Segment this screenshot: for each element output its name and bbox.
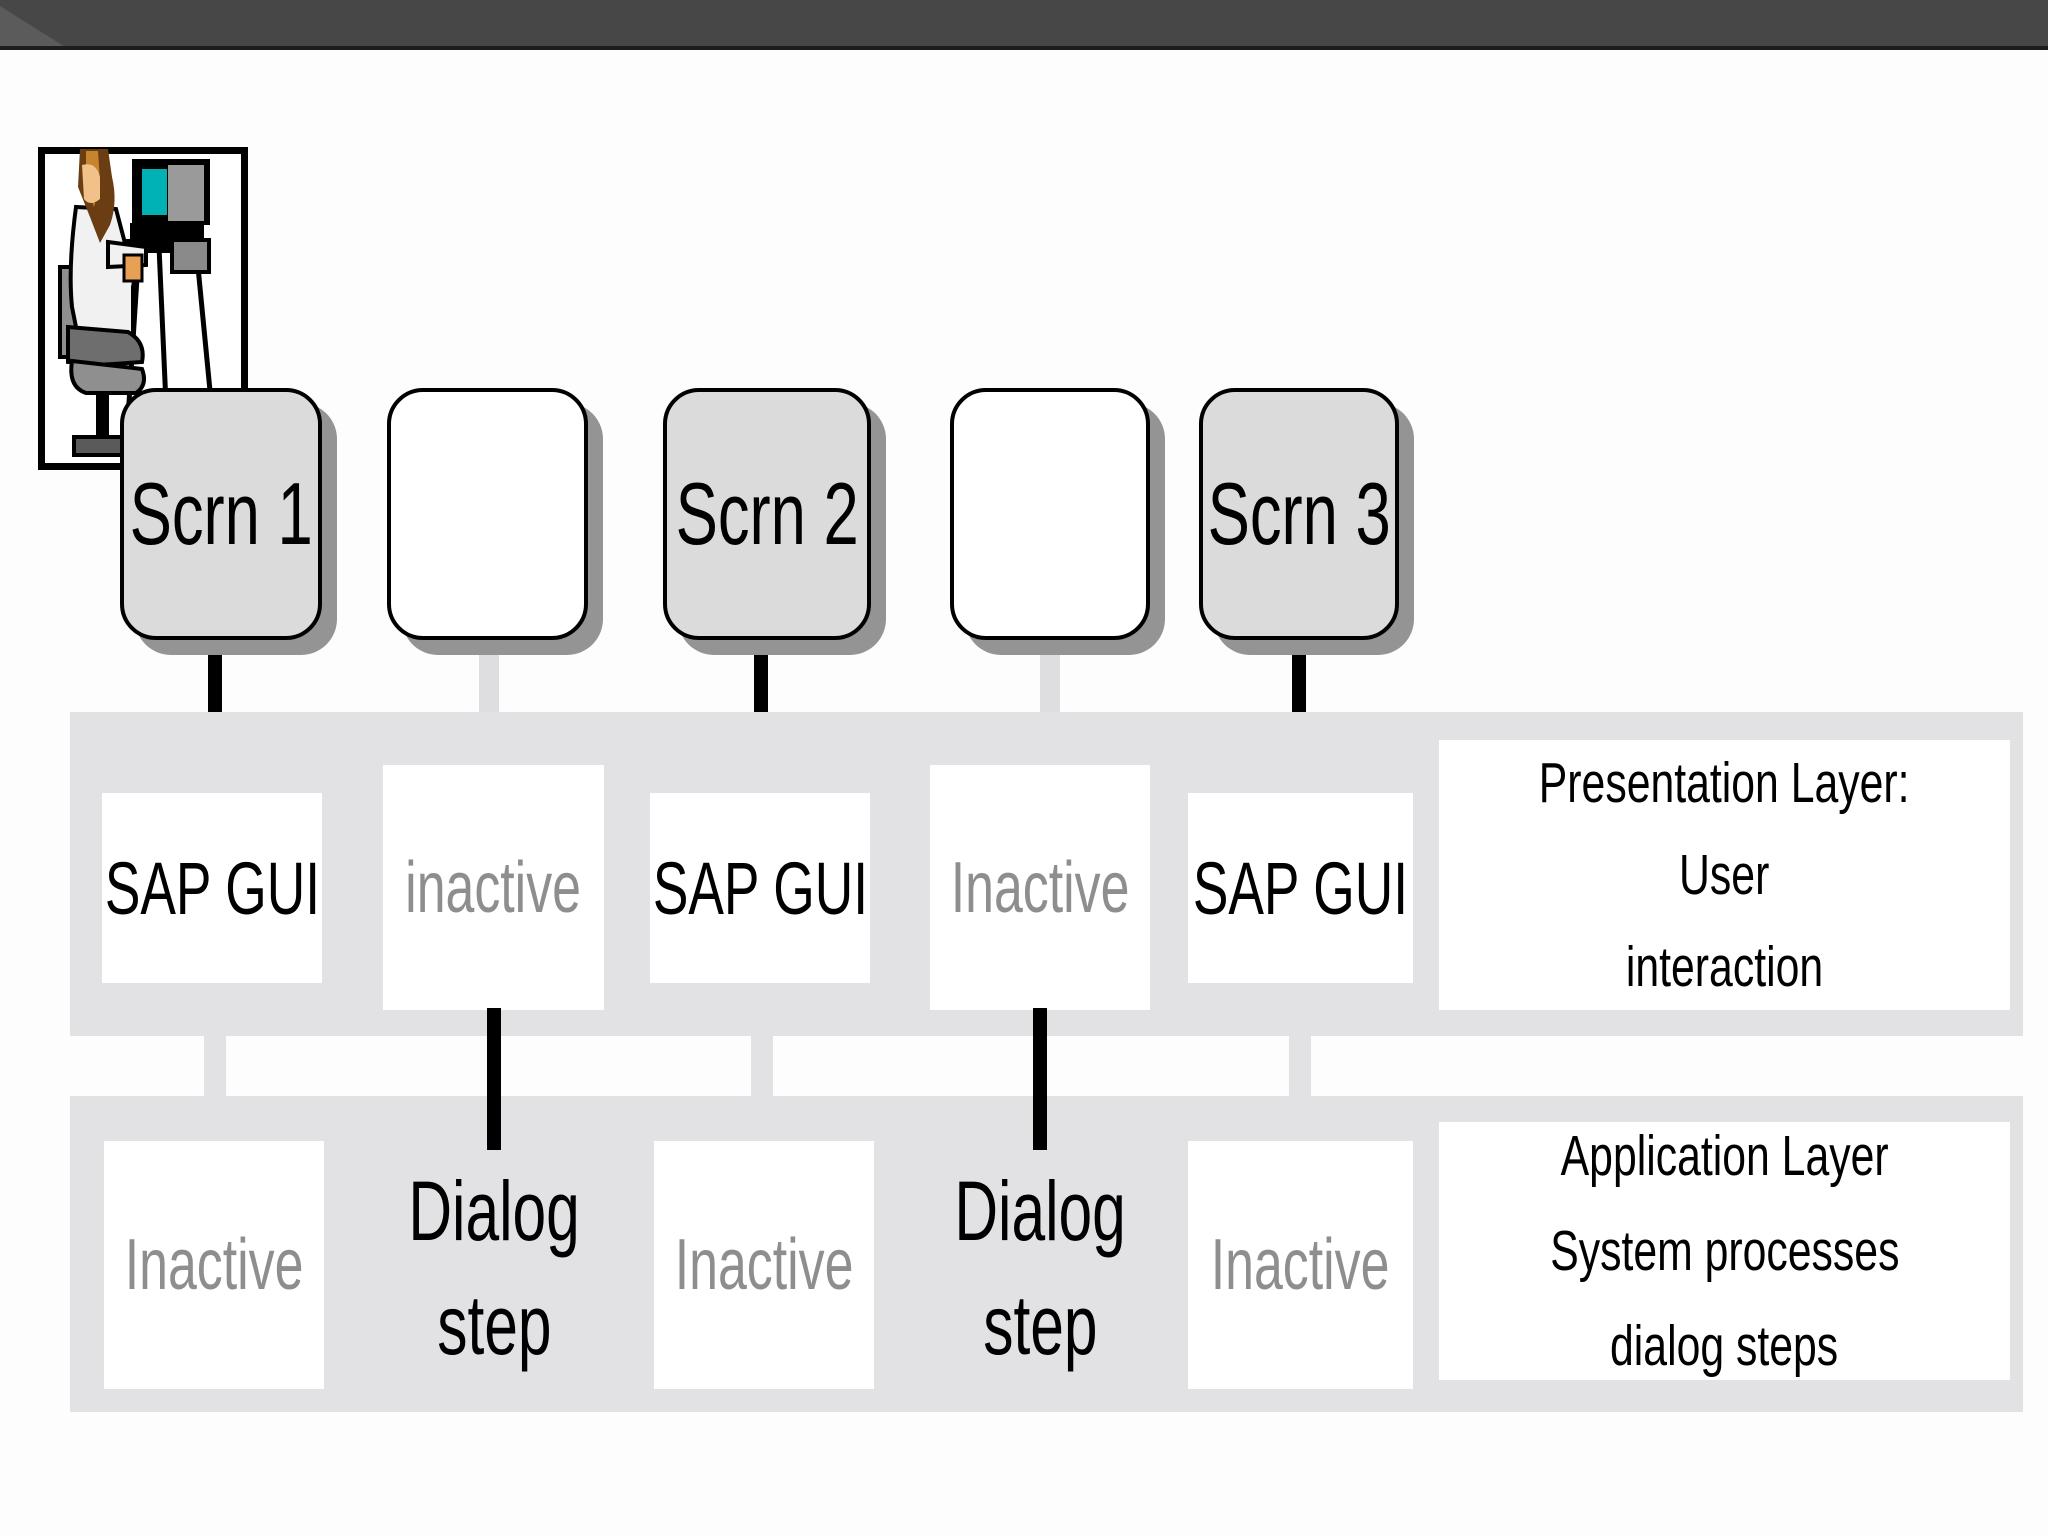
band-bridge-2 (751, 1036, 773, 1096)
connector-scrn1-sapgui1 (208, 643, 222, 713)
screen-box-5-label: Scrn 3 (1207, 464, 1391, 563)
title-bar (0, 0, 2048, 50)
inactive-box-application-1-label: Inactive (124, 1225, 304, 1305)
screen-box-1-label: Scrn 1 (129, 464, 313, 563)
connector-empty2-band (1040, 655, 1060, 713)
inactive-box-presentation-1: inactive (383, 765, 604, 1010)
screen-box-3: Scrn 2 (663, 388, 871, 640)
sap-gui-box-2-label: SAP GUI (652, 846, 868, 930)
presentation-layer-caption-box: Presentation Layer: User interaction (1439, 740, 2010, 1010)
application-layer-caption-box: Application Layer System processes dialo… (1439, 1122, 2010, 1380)
dialog-step-text-1: Dialog step (334, 1158, 654, 1378)
connector-inactive1-dialog1 (487, 1008, 501, 1150)
title-bar-bottom-edge (0, 46, 2048, 50)
application-caption-line-1: Application Layer (1560, 1123, 1889, 1188)
presentation-caption-line-1: Presentation Layer: (1539, 751, 1910, 815)
dialog-step-text-2: Dialog step (880, 1158, 1200, 1378)
band-bridge-1 (204, 1036, 226, 1096)
inactive-box-presentation-2: Inactive (930, 765, 1150, 1010)
screen-box-1: Scrn 1 (120, 388, 322, 640)
screen-box-2-empty (387, 388, 588, 640)
inactive-box-presentation-1-label: inactive (405, 847, 582, 928)
connector-inactive2-dialog2 (1033, 1008, 1047, 1150)
presentation-caption-line-2: User (1679, 843, 1770, 907)
dialog-step-2-line-1: Dialog (954, 1164, 1126, 1258)
inactive-box-presentation-2-label: Inactive (950, 847, 1130, 928)
sap-gui-box-1-label: SAP GUI (104, 846, 320, 930)
band-bridge-3 (1289, 1036, 1311, 1096)
connector-empty1-band (479, 655, 499, 713)
connector-scrn2-sapgui2 (754, 643, 768, 713)
inactive-box-application-3: Inactive (1188, 1141, 1413, 1389)
inactive-box-application-3-label: Inactive (1211, 1225, 1390, 1305)
connector-scrn3-sapgui3 (1292, 643, 1306, 713)
screen-box-5: Scrn 3 (1199, 388, 1399, 640)
inactive-box-application-2: Inactive (654, 1141, 874, 1389)
inactive-box-application-1: Inactive (104, 1141, 324, 1389)
screen-box-3-label: Scrn 2 (675, 464, 859, 563)
sap-gui-box-1: SAP GUI (102, 793, 322, 983)
application-caption-line-3: dialog steps (1610, 1313, 1839, 1378)
application-caption-line-2: System processes (1549, 1218, 1900, 1283)
presentation-caption-line-3: interaction (1625, 935, 1824, 999)
sap-gui-box-2: SAP GUI (650, 793, 870, 983)
sap-gui-box-3-label: SAP GUI (1192, 846, 1409, 930)
dialog-step-2-line-2: step (982, 1278, 1098, 1372)
screen-box-4-empty (950, 388, 1150, 640)
dialog-step-1-line-1: Dialog (408, 1164, 580, 1258)
title-bar-corner-fold (0, 6, 70, 50)
dialog-step-1-line-2: step (436, 1278, 552, 1372)
inactive-box-application-2-label: Inactive (674, 1225, 854, 1305)
sap-gui-box-3: SAP GUI (1188, 793, 1413, 983)
